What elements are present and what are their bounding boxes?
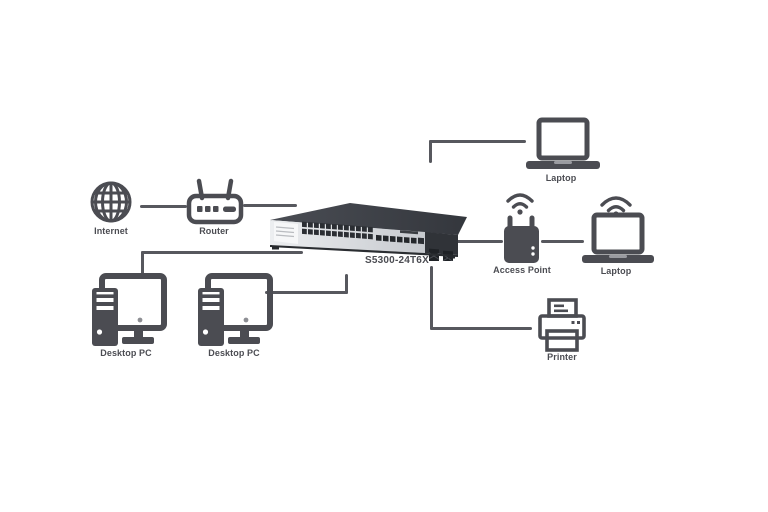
node-switch[interactable] [262,197,467,261]
laptop-icon [526,117,600,169]
node-access-point[interactable] [500,188,544,264]
node-desktop-pc-2[interactable] [196,272,274,348]
connection-switch-pc1-h [141,251,303,254]
connection-switch-pc2-v [345,274,348,294]
label-switch-model: S5300-24T6X [365,255,429,266]
connection-router-switch [243,204,297,207]
connection-switch-printer-v [430,266,433,330]
label-desktop-pc-1: Desktop PC [100,348,152,358]
node-printer[interactable] [538,298,586,354]
node-desktop-pc-1[interactable] [90,272,168,348]
laptop-icon [582,212,654,263]
connection-switch-laptop-top-h [429,140,526,143]
globe-icon [90,181,132,223]
connection-access-point-laptop [541,240,584,243]
desktop-pc-icon [198,273,273,346]
node-laptop-right[interactable] [580,212,656,266]
label-printer: Printer [547,352,577,362]
connection-switch-pc2-h [265,291,348,294]
label-router: Router [199,226,229,236]
label-laptop-top: Laptop [545,173,577,183]
desktop-pc-icon [92,273,167,346]
label-internet: Internet [94,226,128,236]
network-switch-image [270,203,467,261]
connection-switch-pc1-v [141,251,144,278]
access-point-icon [504,193,539,263]
label-laptop-right: Laptop [600,266,632,276]
connection-switch-laptop-top-v [429,140,432,163]
router-icon [186,178,244,225]
connection-switch-access-point [456,240,503,243]
node-internet[interactable] [89,180,133,224]
label-access-point: Access Point [493,265,551,275]
connection-internet-router [140,205,187,208]
node-router[interactable] [186,177,244,225]
printer-icon [538,298,586,352]
node-laptop-top[interactable] [524,117,602,173]
label-desktop-pc-2: Desktop PC [208,348,260,358]
connection-switch-printer-h [430,327,532,330]
